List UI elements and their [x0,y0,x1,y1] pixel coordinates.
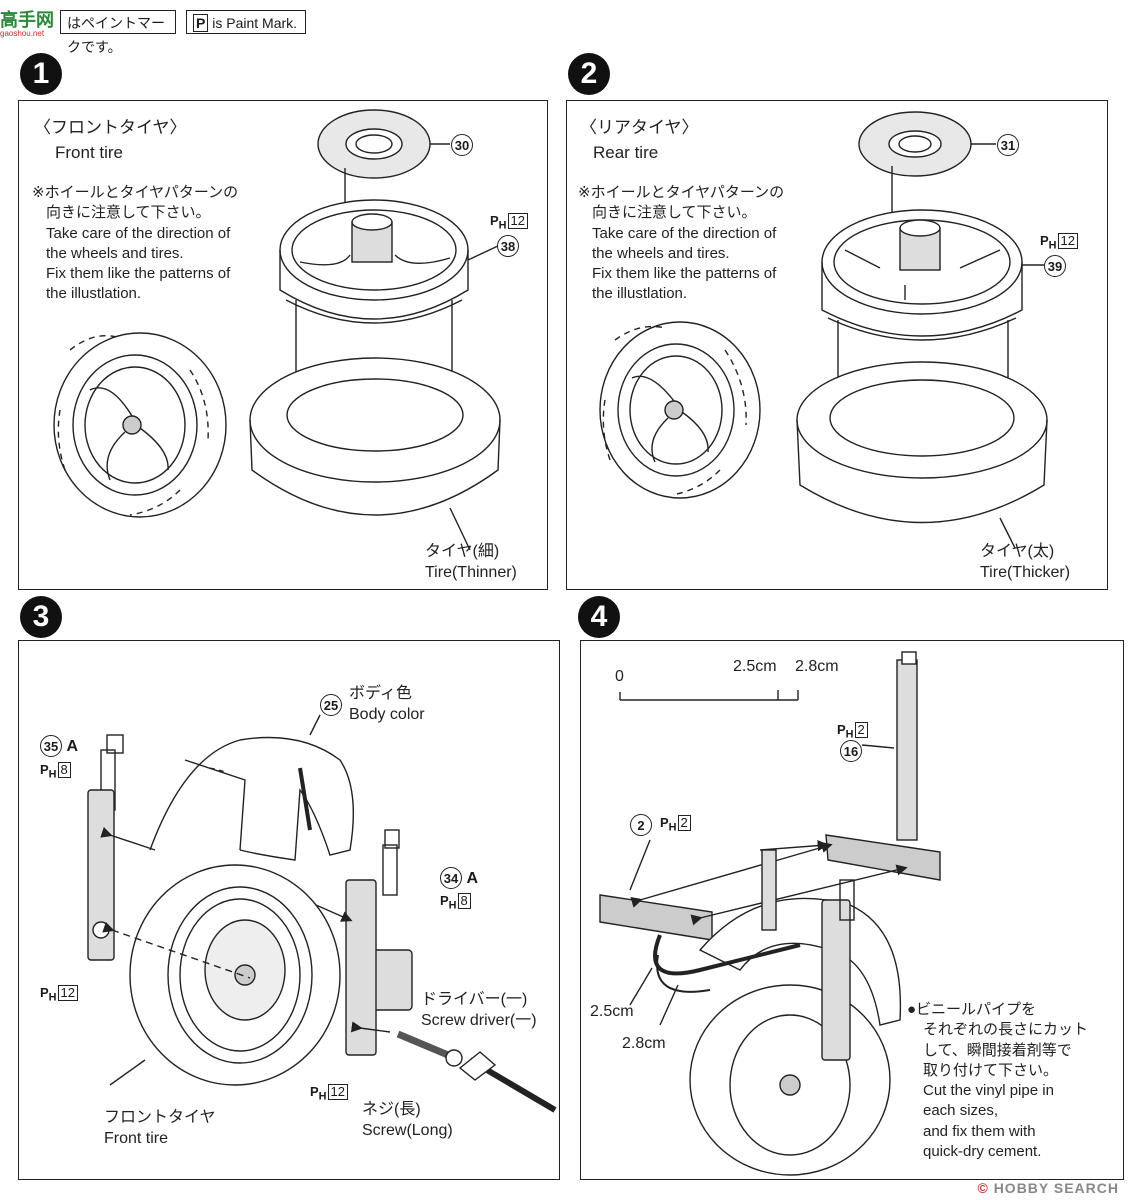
part-number-38: 38 [497,235,519,257]
step-2-drawing [599,111,1048,549]
front-tire-label-jp: フロントタイヤ [104,1109,216,1126]
ruler-mark-25: 2.5cm [733,658,777,675]
step-2-note: ※ホイールとタイヤパターンの 向きに注意して下さい。 Take care of … [578,184,785,303]
step-number-4: 4 [578,596,620,638]
fender-color-jp: ボディ色 [349,685,412,702]
part-number-16: 16 [840,740,862,762]
screw-label-jp: ネジ(長) [362,1101,421,1118]
part-number-25: 25 [320,694,342,716]
part-number-35: 35 [40,735,62,757]
step-4-drawing [599,651,941,1176]
step-1-title-jp: 〈フロントタイヤ〉 [34,118,187,137]
pipe-length-28: 2.8cm [622,1035,666,1052]
watermark: © HOBBY SEARCH [977,1180,1119,1196]
paint-mark-note-jp: はペイントマークです。 [60,10,176,55]
ruler-zero: 0 [615,668,624,685]
screwdriver-label-jp: ドライバー(一) [421,991,528,1008]
tire-thicker-label-en: Tire(Thicker) [980,564,1071,581]
screwdriver-label-en: Screw driver(一) [421,1012,537,1029]
step-3-drawing [87,714,557,1113]
step-number-2: 2 [568,53,610,95]
ruler-mark-28: 2.8cm [795,658,839,675]
part-number-30: 30 [451,134,473,156]
part-number-34: 34 [440,867,462,889]
part-35a-label: 35 A [40,735,78,757]
step-1-title-en: Front tire [55,143,124,162]
step-number-3: 3 [20,596,62,638]
part-number-2: 2 [630,814,652,836]
pipe-length-25: 2.5cm [590,1003,634,1020]
step-2-title-en: Rear tire [593,143,659,162]
paint-mark-symbol: P [193,14,209,32]
step-4-note: ●ビニールパイプを それぞれの長さにカット して、瞬間接着剤等で 取り付けて下さ… [907,1001,1089,1161]
front-tire-label-en: Front tire [104,1130,169,1147]
screw-label-en: Screw(Long) [362,1122,453,1139]
fender-color-en: Body color [349,706,425,723]
tire-thinner-label-en: Tire(Thinner) [425,564,517,581]
part-number-31: 31 [997,134,1019,156]
step-number-1: 1 [20,53,62,95]
tire-thicker-label-jp: タイヤ(太) [980,543,1055,560]
tire-thinner-label-jp: タイヤ(細) [425,543,500,560]
logo-subtext: gaoshou.net [0,29,45,38]
part-number-39: 39 [1044,255,1066,277]
step-1-note: ※ホイールとタイヤパターンの 向きに注意して下さい。 Take care of … [32,184,239,303]
paint-mark-note-en: P is Paint Mark. [186,10,306,34]
step-2-title-jp: 〈リアタイヤ〉 [580,118,699,137]
part-34a-label: 34 A [440,867,478,889]
logo-text: 高手网 [0,10,54,30]
step-1-drawing [53,109,501,551]
